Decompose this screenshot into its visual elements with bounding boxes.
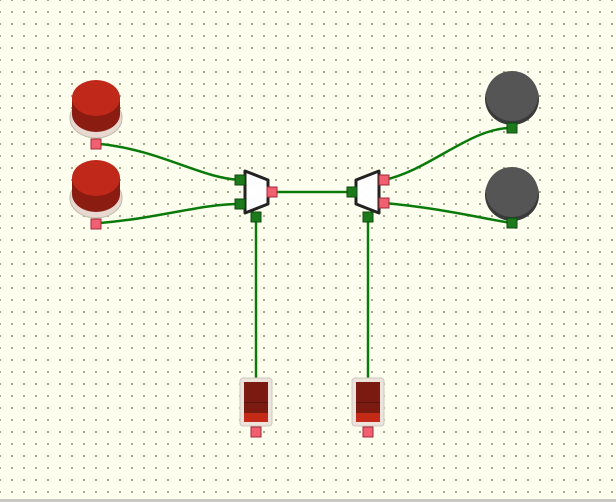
input-button-1-port[interactable]: [90, 138, 102, 150]
select-switch-mux-port[interactable]: [250, 426, 262, 438]
mux-select-port[interactable]: [250, 211, 262, 223]
select-switch-demux[interactable]: [351, 377, 385, 427]
wire-input2-to-mux[interactable]: [99, 202, 241, 225]
demux-select-port[interactable]: [362, 211, 374, 223]
demux-input-port[interactable]: [346, 186, 358, 198]
multiplexer[interactable]: [243, 169, 270, 215]
mux-output-port[interactable]: [266, 186, 278, 198]
demux-output-port-2[interactable]: [378, 197, 390, 209]
input-button-1[interactable]: [69, 80, 123, 139]
input-button-2-port[interactable]: [90, 218, 102, 230]
mux-input-port-2[interactable]: [234, 198, 246, 210]
wire-demux-to-output2[interactable]: [383, 201, 512, 225]
wires: [99, 126, 512, 431]
select-switch-demux-port[interactable]: [362, 426, 374, 438]
mux-input-port-1[interactable]: [234, 174, 246, 186]
output-led-2: [485, 167, 539, 221]
demultiplexer[interactable]: [354, 169, 381, 215]
wire-input1-to-mux[interactable]: [99, 142, 241, 182]
canvas-bottom-border: [0, 499, 616, 502]
demux-output-port-1[interactable]: [378, 174, 390, 186]
output-led-1: [485, 71, 539, 125]
input-button-2[interactable]: [69, 160, 123, 219]
wire-demux-to-output1[interactable]: [383, 126, 512, 182]
output-led-2-port[interactable]: [506, 217, 518, 229]
output-led-1-port[interactable]: [506, 122, 518, 134]
select-switch-mux[interactable]: [239, 377, 273, 427]
